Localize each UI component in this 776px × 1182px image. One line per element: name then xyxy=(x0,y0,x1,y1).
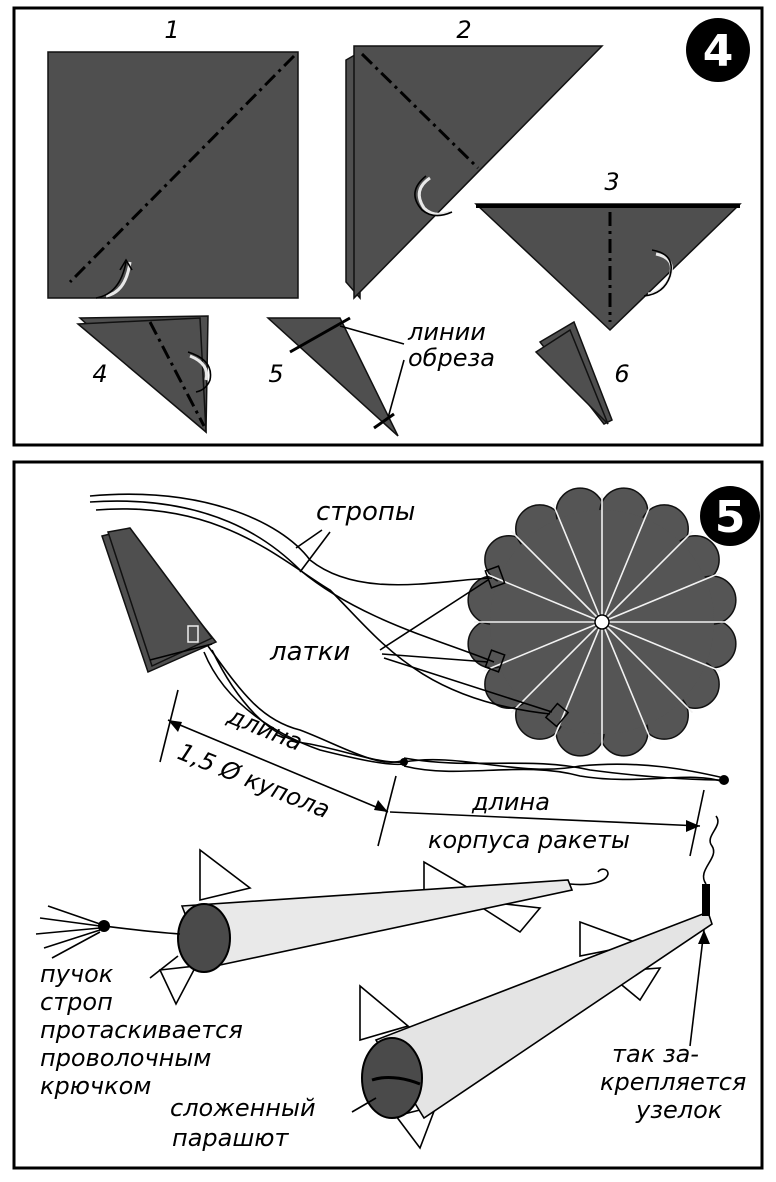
length-right-label-1: длина xyxy=(471,788,550,816)
folded-chute-line-2: парашют xyxy=(172,1124,290,1152)
rocket-upper xyxy=(35,848,609,1006)
badge-4: 4 xyxy=(686,18,750,82)
step-5-label: 5 xyxy=(268,360,283,388)
shroud-bundle xyxy=(35,905,110,959)
patches-label: латки xyxy=(269,637,350,667)
canopy-gore-line xyxy=(483,621,603,672)
cut-lines-label-2: обреза xyxy=(408,344,495,372)
step-1-label: 1 xyxy=(164,16,179,44)
step-2-label: 2 xyxy=(456,16,471,44)
step-6-label: 6 xyxy=(614,360,629,388)
parachute-canopy xyxy=(467,487,737,757)
bundle-note-line-3: протаскивается xyxy=(40,1016,243,1044)
canopy-gore-line xyxy=(601,621,694,714)
bundle-note-line-5: крючком xyxy=(40,1072,151,1100)
canopy-gore-line xyxy=(552,503,603,623)
badge-5: 5 xyxy=(700,486,760,546)
canopy-gore-line xyxy=(601,621,721,672)
knot-note-line-2: крепляется xyxy=(600,1068,746,1096)
step-3-triangle: 3 xyxy=(474,168,742,332)
canopy-gore-line xyxy=(601,530,694,623)
rocket-lower xyxy=(359,815,719,1150)
step-3-label: 3 xyxy=(604,168,619,196)
canopy-gore-line xyxy=(601,572,721,623)
length-left-label-2: 1,5 Ø купола xyxy=(174,738,334,824)
length-right-label-2: корпуса ракеты xyxy=(428,826,630,854)
svg-text:5: 5 xyxy=(715,492,746,543)
panel-4-frame xyxy=(12,6,764,447)
svg-text:4: 4 xyxy=(703,26,734,77)
dimension-left: длина 1,5 Ø купола xyxy=(159,689,397,847)
canopy-gore-line xyxy=(601,621,652,741)
step-6-wedge: 6 xyxy=(534,320,630,425)
folded-parachute-bundle xyxy=(101,527,218,674)
cut-lines-label-1: линии xyxy=(407,318,486,346)
knot-note: так за- крепляется узелок xyxy=(600,1040,746,1124)
shroud-lines-label: стропы xyxy=(316,497,415,527)
dimension-right: длина корпуса ракеты xyxy=(389,788,705,857)
panel-5-frame xyxy=(12,460,764,1170)
canopy-gore-line xyxy=(510,621,603,714)
knot-note-line-1: так за- xyxy=(612,1040,699,1068)
knot-note-line-3: узелок xyxy=(635,1096,723,1124)
step-2-triangle: 2 xyxy=(345,16,604,300)
canopy-gore-line xyxy=(601,503,652,623)
bundle-note: пучок строп протаскивается проволочным к… xyxy=(40,960,243,1100)
folded-chute-note: сложенный парашют xyxy=(170,1094,316,1152)
bundle-note-line-2: строп xyxy=(40,988,113,1016)
canopy-gore-line xyxy=(510,530,603,623)
step-5-cut: 5 линии обреза xyxy=(266,316,495,437)
bundle-note-line-4: проволочным xyxy=(40,1044,211,1072)
step-4-label: 4 xyxy=(92,360,107,388)
folded-chute-line-1: сложенный xyxy=(170,1094,316,1122)
step-1-square: 1 xyxy=(47,16,299,299)
bundle-note-line-1: пучок xyxy=(40,960,114,988)
step-4-fold: 4 xyxy=(76,315,212,434)
